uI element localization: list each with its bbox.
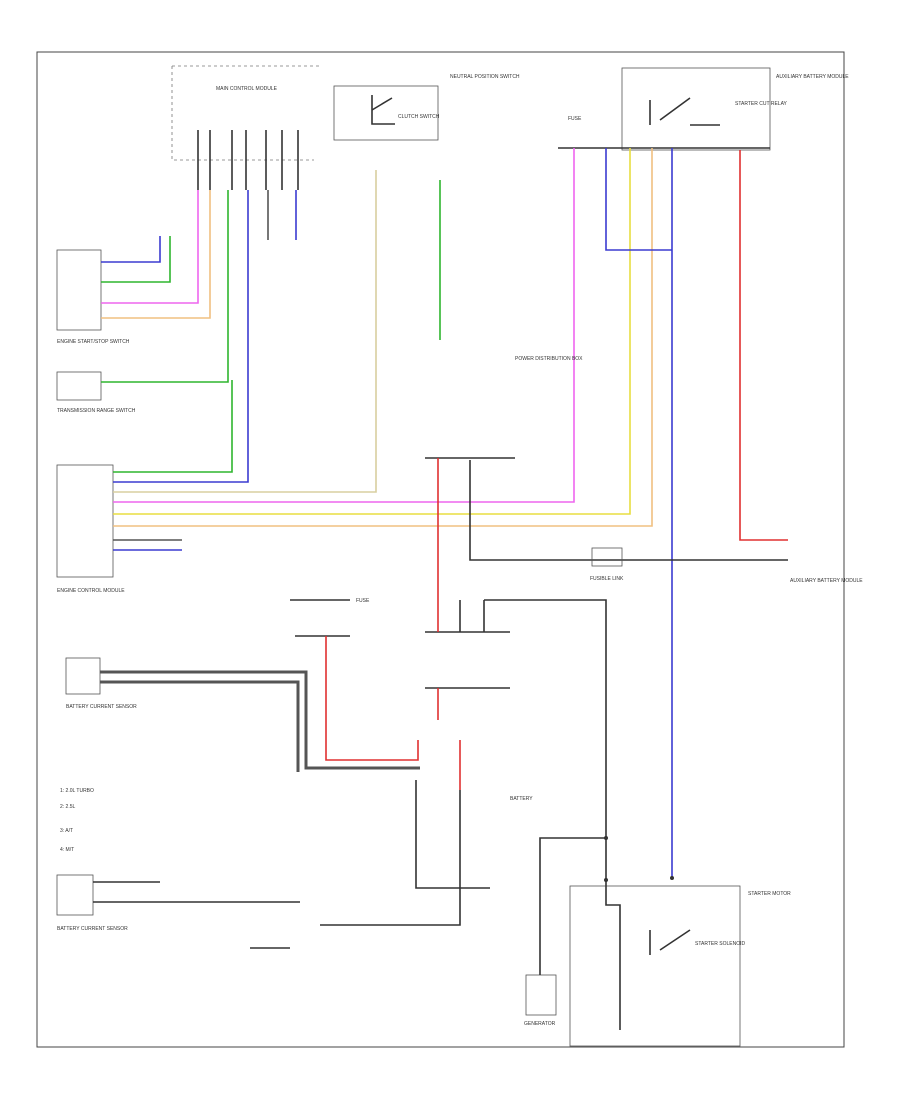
battery-current-sensor-b	[56, 874, 94, 916]
legend-3: 3: A/T	[60, 828, 73, 834]
legend-2: 2: 2.5L	[60, 804, 76, 810]
legend: 1: 2.0L TURBO 2: 2.5L 3: A/T 4: M/T	[60, 788, 94, 853]
battery-current-sensor-a-label: BATTERY CURRENT SENSOR	[66, 704, 137, 710]
starter-cut-relay-box	[621, 67, 771, 151]
battery-current-sensor-b-label: BATTERY CURRENT SENSOR	[57, 926, 128, 932]
fuse-label-left: FUSE	[356, 598, 370, 604]
wire-red-relay	[739, 150, 788, 541]
legend-4: 4: M/T	[60, 847, 74, 853]
starter-solenoid-label: STARTER SOLENOID	[695, 941, 745, 947]
generator-box	[525, 974, 557, 1016]
transmission-range-switch-label: TRANSMISSION RANGE SWITCH	[57, 408, 136, 414]
engine-control-module	[56, 464, 114, 578]
fusible-link-box	[591, 547, 623, 567]
engine-start-stop-switch-label: ENGINE START/STOP SWITCH	[57, 339, 130, 345]
battery-current-sensor-a	[65, 657, 101, 695]
transmission-range-switch	[56, 371, 102, 401]
starter-motor-label: STARTER MOTOR	[748, 891, 791, 897]
engine-start-stop-switch	[56, 249, 102, 331]
power-distribution-box-label: POWER DISTRIBUTION BOX	[515, 356, 583, 362]
clutch-switch-label: CLUTCH SWITCH	[398, 114, 440, 120]
wire-blue-ssw	[101, 236, 161, 263]
generator-label: GENERATOR	[524, 1021, 556, 1027]
starter-motor-box	[569, 885, 741, 1047]
fuse-label-top: FUSE	[568, 116, 582, 122]
legend-1: 1: 2.0L TURBO	[60, 788, 94, 794]
battery-label: BATTERY	[510, 796, 533, 802]
mcm-pins	[197, 130, 299, 190]
engine-control-module-label: ENGINE CONTROL MODULE	[57, 588, 125, 594]
fusible-link-label: FUSIBLE LINK	[590, 576, 624, 582]
auxiliary-battery-module-label-top: AUXILIARY BATTERY MODULE	[776, 74, 849, 80]
starter-cut-relay-label: STARTER CUT RELAY	[735, 101, 788, 107]
main-control-module-outline	[171, 66, 314, 161]
sensor-cable	[100, 670, 420, 770]
diagram-frame	[36, 51, 845, 1048]
main-control-module-label: MAIN CONTROL MODULE	[216, 86, 278, 92]
neutral-position-switch-label: NEUTRAL POSITION SWITCH	[450, 74, 520, 80]
auxiliary-battery-module-label-right: AUXILIARY BATTERY MODULE	[790, 578, 863, 584]
clutch-switch-box	[333, 85, 439, 141]
